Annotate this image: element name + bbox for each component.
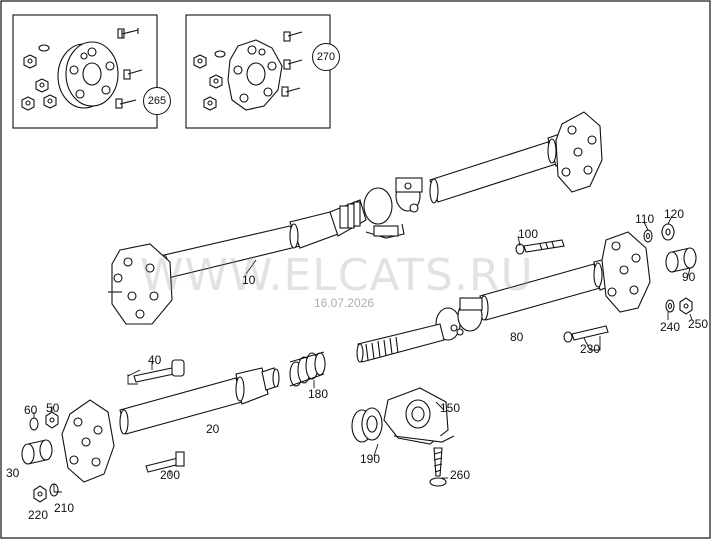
bellows-180	[289, 351, 326, 387]
bolt-100	[515, 239, 565, 255]
label-230: 230	[580, 342, 601, 356]
flange-right-10	[555, 111, 603, 193]
label-40: 40	[148, 353, 162, 367]
washer-120	[661, 223, 675, 241]
screw-260	[429, 447, 447, 487]
bolts-270	[281, 31, 303, 97]
label-50: 50	[46, 401, 60, 415]
bushing-30	[21, 439, 53, 465]
bolt-200	[145, 451, 185, 473]
label-190: 190	[360, 452, 381, 466]
label-150: 150	[440, 401, 461, 415]
callout-265: 265	[143, 87, 171, 115]
label-110: 110	[635, 212, 655, 226]
watermark-text: WWW.ELCATS.RU	[140, 250, 534, 301]
center-joint-10	[363, 177, 423, 239]
inset-box-265	[12, 14, 158, 129]
flex-disc-270	[227, 39, 283, 111]
flange-20	[61, 399, 115, 483]
nut-250	[679, 297, 693, 315]
spline-shaft-80	[356, 323, 445, 363]
joint-80	[435, 297, 483, 341]
flex-disc-265	[57, 41, 119, 109]
label-220: 220	[28, 508, 49, 522]
label-30: 30	[6, 466, 20, 480]
bushing-90	[665, 247, 697, 273]
label-10: 10	[242, 273, 256, 287]
center-bearing-150	[383, 387, 455, 445]
leader-lines	[33, 215, 693, 493]
label-60: 60	[24, 403, 38, 417]
label-240: 240	[660, 320, 681, 334]
bolts-265	[115, 28, 143, 109]
bolt-40	[133, 359, 185, 383]
label-20: 20	[206, 422, 220, 436]
nut-220	[33, 485, 47, 503]
label-260: 260	[450, 468, 471, 482]
label-90: 90	[682, 270, 696, 284]
propeller-shaft-20	[119, 367, 280, 435]
label-120: 120	[664, 207, 685, 221]
label-80: 80	[510, 330, 524, 344]
callout-270: 270	[312, 43, 340, 71]
label-200: 200	[160, 468, 181, 482]
bolt-230	[563, 325, 609, 343]
label-100: 100	[518, 227, 539, 241]
washer-240	[665, 299, 675, 313]
flange-80	[601, 231, 651, 313]
flange-left-10	[108, 243, 173, 325]
nuts-270	[193, 50, 226, 111]
bearing-190	[351, 407, 383, 443]
washer-110	[643, 229, 653, 243]
washer-60	[29, 417, 39, 431]
label-210: 210	[54, 501, 75, 515]
label-250: 250	[688, 317, 709, 331]
label-180: 180	[308, 387, 329, 401]
inset-box-270	[185, 14, 331, 129]
watermark-date: 16.07.2026	[314, 296, 375, 310]
nuts-265	[21, 44, 57, 111]
bellows-seal-10	[339, 201, 361, 229]
